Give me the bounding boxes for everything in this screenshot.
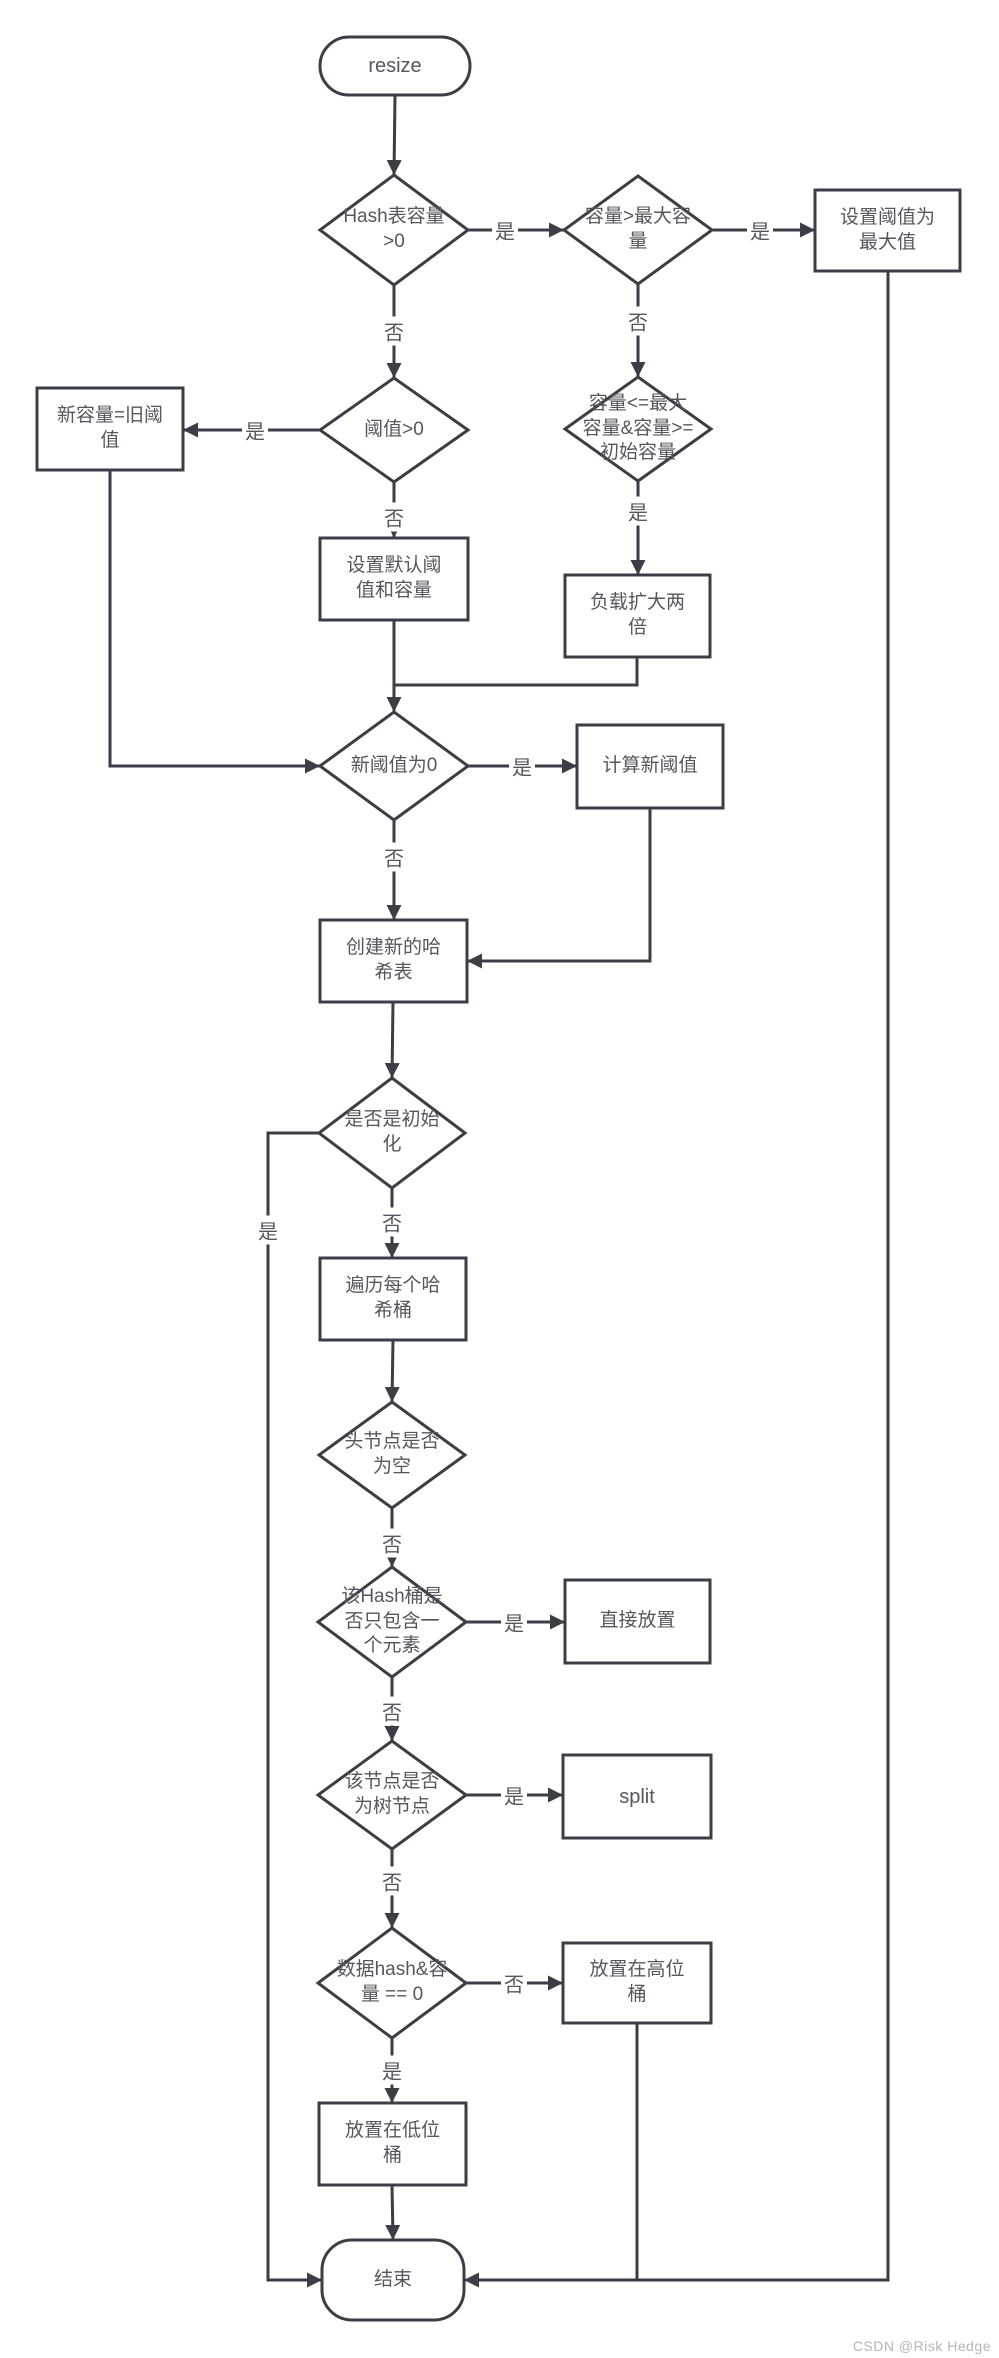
decision-hash-and-cap-shape: [315, 1926, 469, 2040]
newcap-old-threshold-shape: [35, 386, 185, 472]
high-bucket-shape: [561, 1941, 713, 2025]
iterate-buckets-shape: [318, 1256, 468, 1342]
low-bucket-shape: [317, 2101, 468, 2187]
decision-single-element-shape: [315, 1565, 469, 1679]
node-shapes: [35, 35, 962, 2322]
calc-new-threshold-shape: [575, 723, 725, 810]
decision-tree-node-shape: [315, 1739, 469, 1851]
split-shape: [561, 1753, 713, 1840]
decision-threshold-gt0-shape: [317, 376, 471, 484]
decision-is-init-shape: [316, 1076, 468, 1190]
create-table-shape: [318, 918, 469, 1004]
set-default-shape: [318, 536, 470, 622]
decision-cap-range-shape: [562, 375, 714, 483]
double-load-shape: [563, 573, 712, 659]
csdn-watermark: CSDN @Risk Hedge: [852, 2338, 991, 2354]
decision-new-threshold-zero-shape: [317, 710, 471, 822]
set-threshold-max-shape: [813, 188, 962, 273]
decision-hash-capacity-shape: [317, 173, 471, 287]
end-shape: [320, 2238, 466, 2322]
decision-head-null-shape: [316, 1400, 468, 1510]
direct-place-shape: [563, 1578, 712, 1665]
decision-capacity-gt-max-shape: [561, 174, 715, 286]
start-shape: [318, 35, 472, 97]
connectors: [108, 94, 890, 2288]
